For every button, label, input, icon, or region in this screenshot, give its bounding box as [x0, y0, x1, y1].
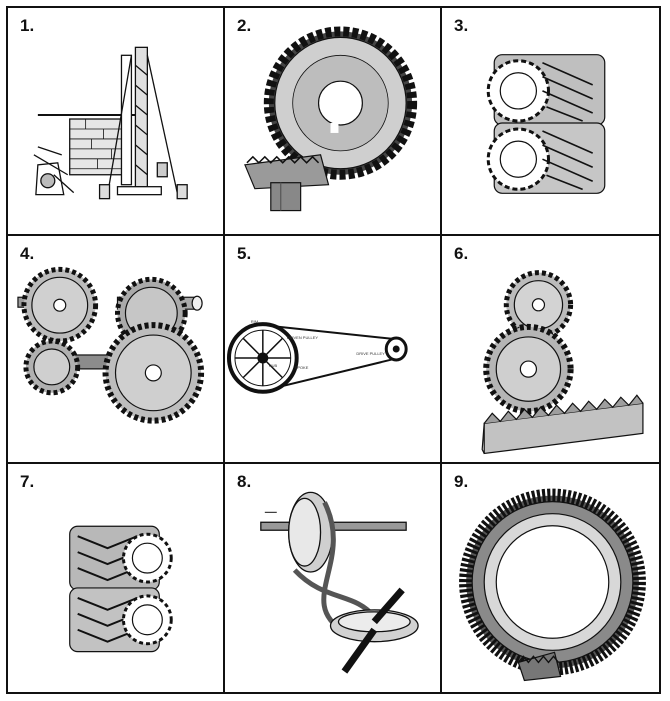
panel-number: 8.: [237, 472, 252, 491]
hub-label: HUB: [269, 363, 278, 368]
belt-and-pulley-drive-icon: DRIVEN PULLEY DRIVE PULLEY RIM HUB SPOKE: [226, 319, 408, 394]
twisted-belt-drive-icon: [260, 491, 419, 674]
panel-1: 1.: [8, 8, 225, 236]
panel-7: 7.: [8, 464, 225, 692]
panel-3: 3.: [442, 8, 659, 236]
rim-label: RIM: [251, 319, 258, 324]
drive-pulley-label: DRIVE PULLEY: [356, 351, 385, 356]
panel-number: 9.: [454, 472, 469, 491]
panel-number: 2.: [237, 16, 252, 35]
rack-and-pinion-icon: [481, 270, 644, 455]
panel-number: 1.: [20, 16, 35, 35]
panel-4: 4.: [8, 236, 225, 464]
mechanical-lift-tower-icon: [33, 46, 188, 200]
panel-2: 2.: [225, 8, 442, 236]
panel-number: 7.: [20, 472, 35, 491]
mechanism-grid: 1.: [6, 6, 661, 694]
helical-gear-pair-icon: [486, 54, 606, 194]
panel-8: 8.: [225, 464, 442, 692]
driven-pulley-label: DRIVEN PULLEY: [287, 335, 319, 340]
panel-number: 6.: [454, 244, 469, 263]
spiral-bevel-gear-icon: [459, 488, 646, 682]
compound-spur-gear-train-icon: [17, 266, 205, 424]
panel-9: 9.: [442, 464, 659, 692]
spoke-label: SPOKE: [295, 365, 309, 370]
bevel-gear-pair-icon: [244, 26, 418, 212]
panel-number: 5.: [237, 244, 252, 263]
herringbone-gear-pair-icon: [69, 525, 173, 653]
panel-6: 6.: [442, 236, 659, 464]
panel-5: 5. DRIVEN PULLEY DRIVE PULLEY RIM HUB SP…: [225, 236, 442, 464]
panel-number: 4.: [20, 244, 35, 263]
panel-number: 3.: [454, 16, 469, 35]
